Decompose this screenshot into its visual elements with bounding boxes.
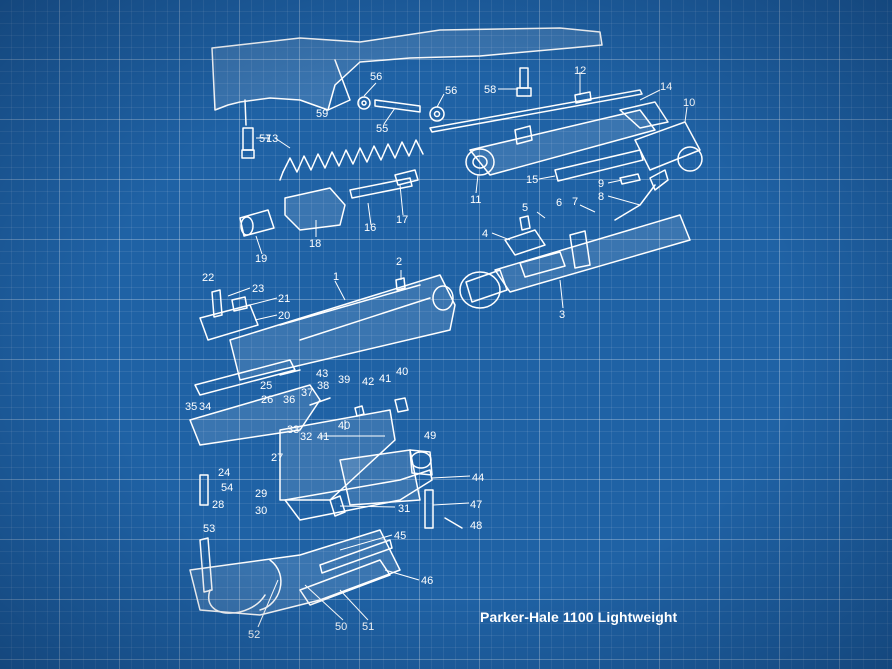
part-label: 31 xyxy=(398,503,410,515)
magazine-follower xyxy=(299,539,393,606)
safety-4 xyxy=(504,215,546,256)
part-label: 55 xyxy=(376,123,388,135)
small-parts-9-8 xyxy=(614,169,669,221)
part-label: 6 xyxy=(556,197,562,209)
bolt-body xyxy=(465,101,669,176)
part-label: 56 xyxy=(445,85,457,97)
part-label: 34 xyxy=(199,401,211,413)
part-label: 28 xyxy=(212,499,224,511)
part-label: 9 xyxy=(598,178,604,190)
part-label: 3 xyxy=(559,309,565,321)
part-label: 22 xyxy=(202,272,214,284)
part-label: 16 xyxy=(364,222,376,234)
part-label: 38 xyxy=(317,380,329,392)
part-label: 50 xyxy=(335,621,347,633)
part-label: 15 xyxy=(526,174,538,186)
stock xyxy=(211,27,603,126)
part-label: 18 xyxy=(309,238,321,250)
part-label: 40 xyxy=(338,420,350,432)
cocking-piece xyxy=(239,169,419,237)
part-label: 43 xyxy=(316,368,328,380)
part-label: 49 xyxy=(424,430,436,442)
part-label: 4 xyxy=(482,228,488,240)
part-label: 40 xyxy=(396,366,408,378)
scope-mount xyxy=(199,289,259,341)
part-label: 2 xyxy=(396,256,402,268)
bolt-assembly xyxy=(459,214,691,309)
escutcheons xyxy=(357,96,445,122)
part-label: 41 xyxy=(379,373,391,385)
part-label: 10 xyxy=(683,97,695,109)
part-label: 23 xyxy=(252,283,264,295)
part-label: 19 xyxy=(255,253,267,265)
receiver xyxy=(229,274,456,381)
part-label: 56 xyxy=(370,71,382,83)
part-label: 30 xyxy=(255,505,267,517)
screw-58 xyxy=(516,67,532,97)
main-spring xyxy=(279,139,424,181)
part-label: 1 xyxy=(333,271,339,283)
diagram-title: Parker-Hale 1100 Lightweight xyxy=(480,609,678,625)
part-label: 29 xyxy=(255,488,267,500)
trigger-guard xyxy=(189,529,401,616)
screw-57 xyxy=(241,127,255,159)
part-label: 53 xyxy=(203,523,215,535)
part-label: 32 xyxy=(300,431,312,443)
part-label: 11 xyxy=(470,194,481,206)
part-label: 25 xyxy=(260,380,272,392)
part-label: 21 xyxy=(278,293,290,305)
part-label: 51 xyxy=(362,621,374,633)
part-label: 14 xyxy=(660,81,672,93)
part-label: 48 xyxy=(470,520,482,532)
pins xyxy=(199,369,463,529)
firing-pin xyxy=(429,89,643,133)
part-label: 42 xyxy=(362,376,374,388)
part-label: 5 xyxy=(522,202,528,214)
part-label: 44 xyxy=(472,472,484,484)
part-label: 57 xyxy=(259,133,271,145)
part-label: 59 xyxy=(316,108,328,120)
part-label: 35 xyxy=(185,401,197,413)
bolt-sleeve xyxy=(634,121,703,172)
leader-lines xyxy=(227,72,688,628)
part-label: 36 xyxy=(283,394,295,406)
part-label: 52 xyxy=(248,629,260,641)
part-label: 39 xyxy=(338,374,350,386)
part-label: 45 xyxy=(394,530,406,542)
part-label: 33 xyxy=(287,424,299,436)
part-label: 8 xyxy=(598,191,604,203)
part-label: 47 xyxy=(470,499,482,511)
trigger-housing xyxy=(189,359,433,521)
part-label: 46 xyxy=(421,575,433,587)
part-label: 20 xyxy=(278,310,290,322)
part-label: 7 xyxy=(572,196,578,208)
part-label: 13 xyxy=(266,133,278,145)
part-label: 27 xyxy=(271,452,283,464)
part-label: 24 xyxy=(218,467,230,479)
extractor xyxy=(554,149,644,182)
part-label: 37 xyxy=(301,387,313,399)
part-label: 26 xyxy=(261,394,273,406)
part-label: 41 xyxy=(317,431,329,443)
part-label: 58 xyxy=(484,84,496,96)
part-label: 54 xyxy=(221,482,233,494)
part-label: 17 xyxy=(396,214,408,226)
part-numbers: 59 56 55 56 58 12 14 10 57 13 11 15 9 8 … xyxy=(185,65,695,641)
part-label: 12 xyxy=(574,65,586,77)
